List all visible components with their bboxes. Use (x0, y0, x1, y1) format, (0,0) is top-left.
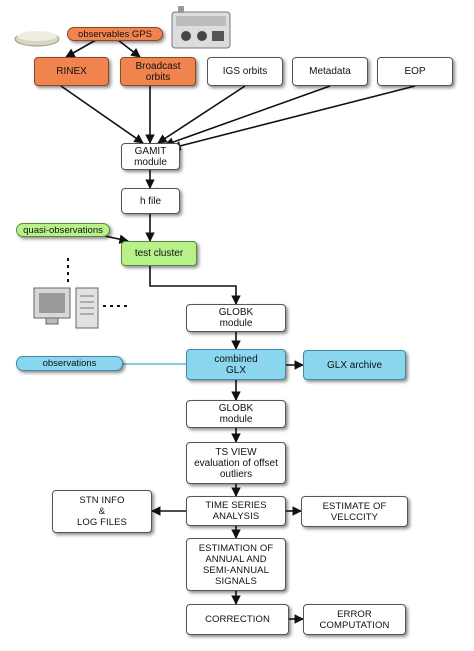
igs-orbits-box: IGS orbits (207, 57, 283, 86)
arrow-observables-broadcast (117, 39, 141, 58)
broadcast-orbits-box: Broadcast orbits (120, 57, 196, 86)
eop-box: EOP (377, 57, 453, 86)
estimation-signals-box: ESTIMATION OF ANNUAL AND SEMI-ANNUAL SIG… (186, 538, 286, 591)
h-file-box: h file (121, 188, 180, 214)
globk-module-box-2: GLOBK module (186, 400, 286, 428)
estimate-velocity-box: ESTIMATE OF VELCCITY (301, 496, 408, 527)
quasi-observations-label: quasi-observations (16, 223, 110, 237)
arrow-testcluster-globk (149, 266, 241, 305)
globk-module-box-1: GLOBK module (186, 304, 286, 332)
test-cluster-box: test cluster (121, 241, 197, 266)
rinex-box: RINEX (34, 57, 109, 86)
computer-workstation-icon (33, 287, 99, 329)
arrow-eop-gamit (171, 85, 416, 151)
arrow-observables-rinex (65, 39, 97, 58)
arrow-igs-gamit (157, 85, 246, 144)
gamit-module-box: GAMIT module (121, 143, 180, 170)
stn-info-box: STN INFO & LOG FILES (52, 490, 152, 533)
gps-receiver-icon (171, 6, 231, 49)
arrow-metadata-gamit (164, 85, 331, 147)
metadata-box: Metadata (292, 57, 368, 86)
observations-label: observations (16, 356, 123, 371)
observables-gps-label: observables GPS (67, 27, 163, 41)
combined-glx-box: combined GLX (186, 349, 286, 380)
error-computation-box: ERROR COMPUTATION (303, 604, 406, 635)
gps-antenna-icon (14, 31, 60, 47)
correction-box: CORRECTION (186, 604, 289, 635)
arrow-rinex-gamit (60, 85, 144, 144)
time-series-analysis-box: TIME SERIES ANALYSIS (186, 496, 286, 526)
glx-archive-box: GLX archive (303, 350, 406, 380)
ts-view-box: TS VIEW evaluation of offset outliers (186, 442, 286, 484)
